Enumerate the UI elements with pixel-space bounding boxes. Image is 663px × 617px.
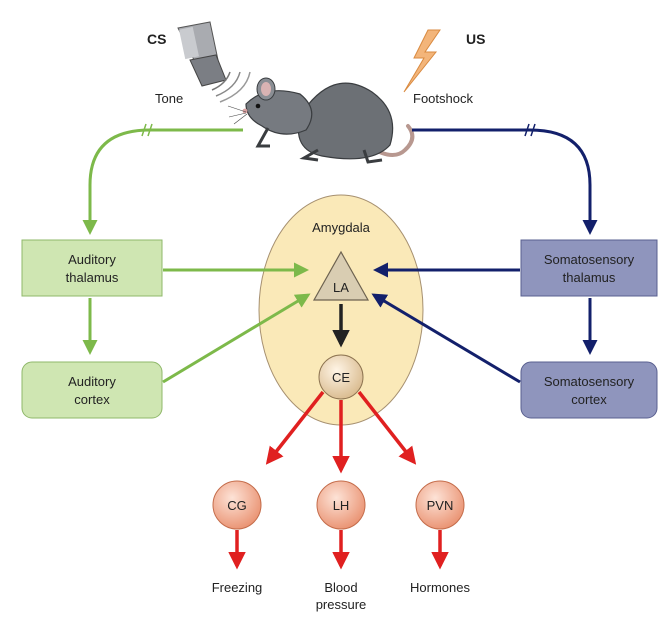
auditory-cortex-box: Auditory cortex xyxy=(21,361,163,419)
speaker-icon xyxy=(177,21,251,103)
cg-nucleus: CG xyxy=(212,480,262,530)
ce-label: CE xyxy=(332,370,350,385)
ce-nucleus: CE xyxy=(318,354,364,400)
ce-to-pvn-arrow xyxy=(357,390,417,465)
auditory-cortex-to-la-arrow xyxy=(162,293,311,384)
pvn-nucleus: PVN xyxy=(415,480,465,530)
somatosensory-cortex-box: Somatosensory cortex xyxy=(520,361,658,419)
rat-icon xyxy=(227,77,415,164)
pvn-label: PVN xyxy=(427,498,454,513)
somatosensory-cortex-line1: Somatosensory xyxy=(544,374,635,389)
lh-nucleus: LH xyxy=(316,480,366,530)
cg-label: CG xyxy=(227,498,247,513)
auditory-input-path xyxy=(82,123,243,235)
somatosensory-thalamus-line2: thalamus xyxy=(563,270,616,285)
us-label: US xyxy=(466,31,485,47)
somatosensory-cortex-to-la-arrow xyxy=(371,293,521,384)
auditory-cortex-line1: Auditory xyxy=(68,374,116,389)
somatosensory-thalamus-box: Somatosensory thalamus xyxy=(520,239,658,297)
auditory-thalamus-line1: Auditory xyxy=(68,252,116,267)
lh-label: LH xyxy=(333,498,350,513)
ce-to-cg-arrow xyxy=(265,390,325,465)
auditory-thalamus-box: Auditory thalamus xyxy=(21,239,163,297)
hormones-label: Hormones xyxy=(410,580,470,595)
auditory-thalamus-line2: thalamus xyxy=(66,270,119,285)
us-name: Footshock xyxy=(413,91,473,106)
cs-label: CS xyxy=(147,31,166,47)
freezing-label: Freezing xyxy=(212,580,263,595)
cs-name: Tone xyxy=(155,91,183,106)
la-label: LA xyxy=(333,280,349,295)
la-nucleus: LA xyxy=(312,250,370,301)
auditory-cortex-line2: cortex xyxy=(74,392,110,407)
somatosensory-thalamus-line1: Somatosensory xyxy=(544,252,635,267)
blood-pressure-label-line2: pressure xyxy=(316,597,367,612)
somatosensory-input-path xyxy=(412,123,598,235)
somatosensory-cortex-line2: cortex xyxy=(571,392,607,407)
blood-pressure-label-line1: Blood xyxy=(324,580,357,595)
amygdala-label: Amygdala xyxy=(312,220,371,235)
lightning-icon xyxy=(403,29,441,93)
